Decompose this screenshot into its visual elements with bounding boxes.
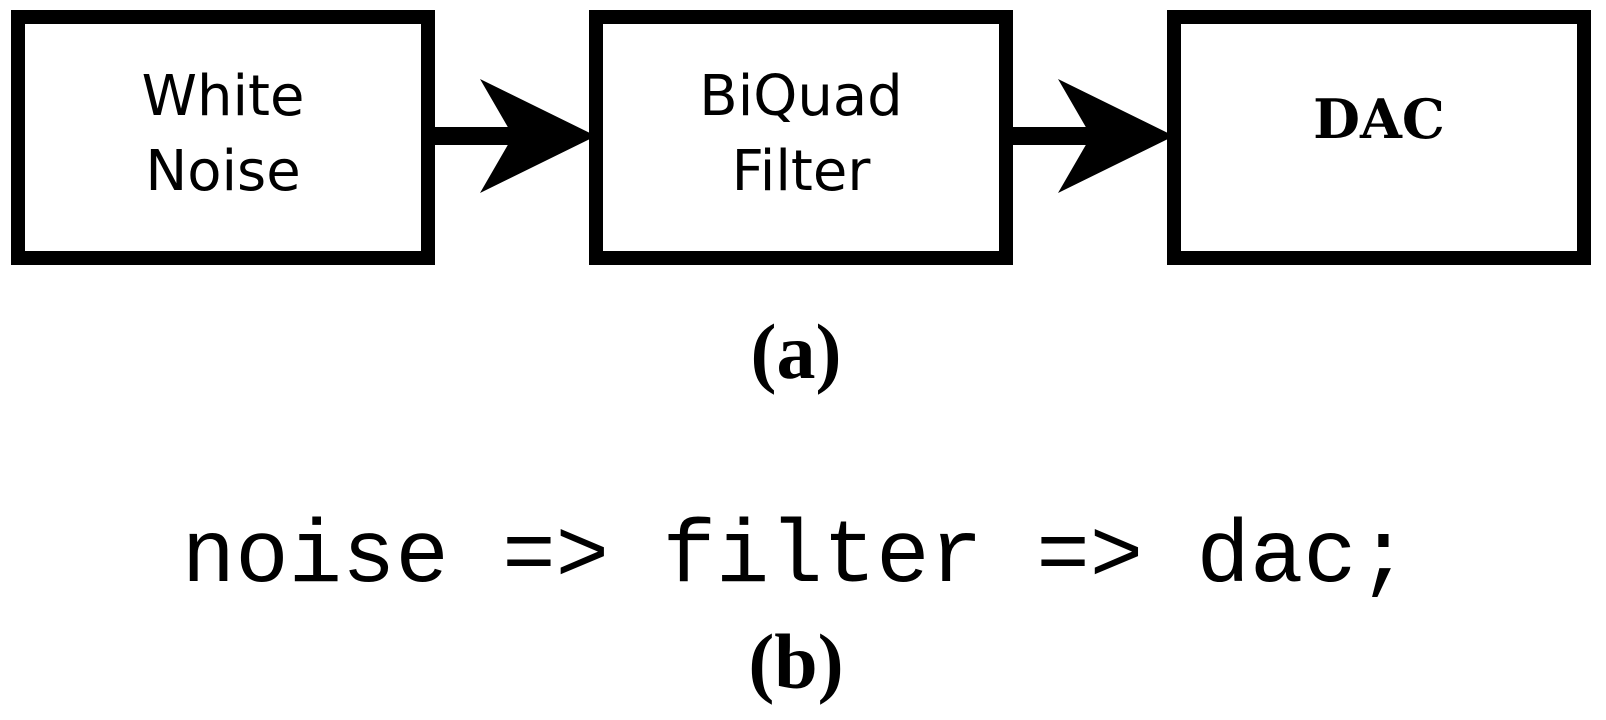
arrow-filter-to-dac-head (1058, 79, 1174, 193)
block-dac-box (1167, 10, 1591, 265)
block-biquad-filter-label-line1: BiQuad (699, 64, 902, 129)
arrow-noise-to-filter (428, 79, 596, 193)
block-white-noise-box (11, 10, 435, 265)
block-dac: DAC (1167, 10, 1591, 265)
caption-b: (b) (748, 618, 843, 705)
arrow-filter-to-dac-shaft (1006, 127, 1091, 145)
block-dac-label: DAC (1313, 87, 1445, 151)
block-biquad-filter: BiQuad Filter (589, 10, 1013, 265)
arrow-filter-to-dac (1006, 79, 1174, 193)
block-white-noise: White Noise (11, 10, 435, 265)
block-white-noise-label-line2: Noise (145, 139, 300, 204)
arrow-noise-to-filter-head (480, 79, 596, 193)
arrow-noise-to-filter-shaft (428, 127, 513, 145)
block-white-noise-label-line1: White (142, 64, 305, 129)
block-biquad-filter-box (589, 10, 1013, 265)
caption-a: (a) (751, 308, 842, 395)
code-line: noise => filter => dac; (182, 507, 1410, 608)
block-biquad-filter-label-line2: Filter (732, 139, 872, 204)
